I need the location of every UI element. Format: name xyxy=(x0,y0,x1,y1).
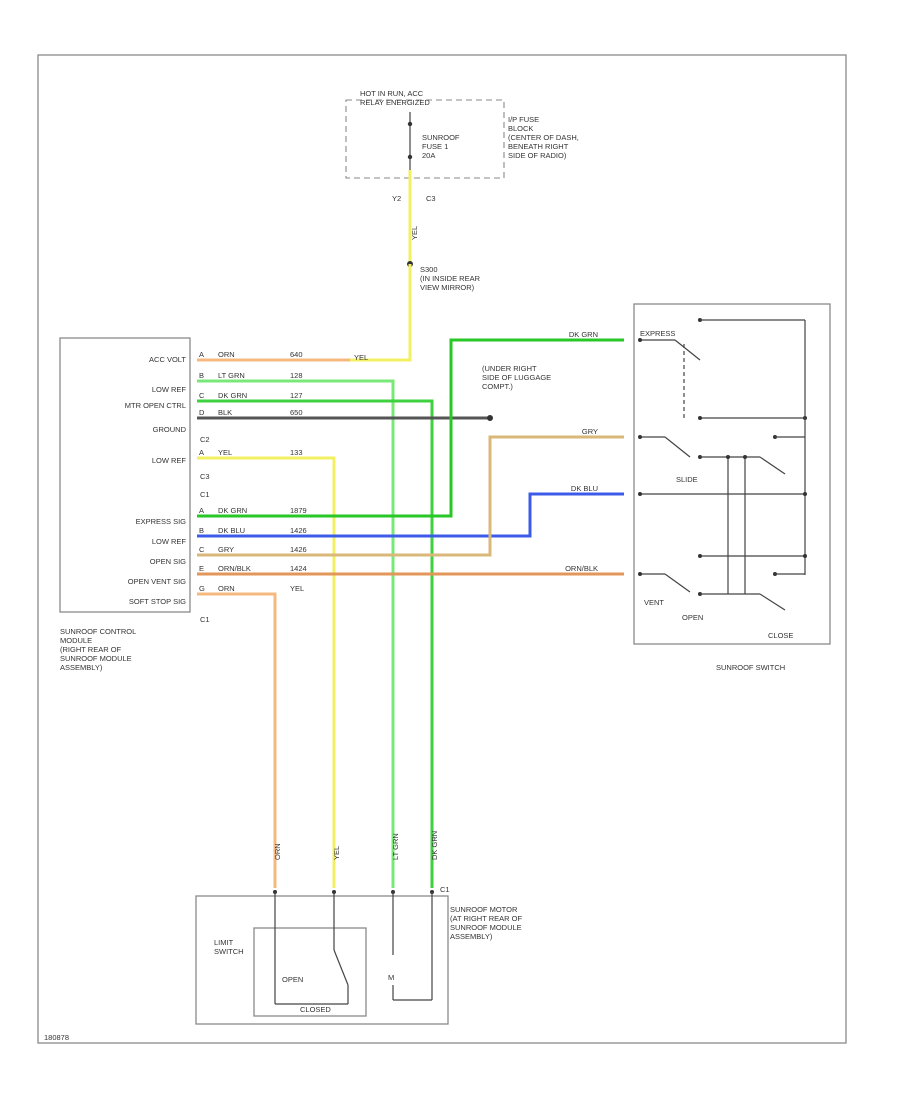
switch-label-vent: VENT xyxy=(644,598,664,607)
module-connector-c1: C1 xyxy=(200,615,210,624)
motor-wire-label-orn: ORN xyxy=(273,843,282,860)
wire-pin-8: E xyxy=(199,564,204,573)
wire-open-sig-gry xyxy=(197,435,624,557)
module-pin-2: MTR OPEN CTRL xyxy=(125,401,186,410)
wire-circuit-9: YEL xyxy=(290,584,304,593)
module-pin-3: GROUND xyxy=(153,425,187,434)
switch-pin-label-1: GRY xyxy=(582,427,598,436)
module-pin-1: LOW REF xyxy=(152,385,187,394)
control-module-box xyxy=(59,337,191,613)
module-pin-7: C1 xyxy=(200,490,210,499)
module-pin-11: OPEN VENT SIG xyxy=(128,577,186,586)
switch-pin-labels: DK GRN GRY DK BLU ORN/BLK xyxy=(565,330,598,573)
switch-label-slide: SLIDE xyxy=(676,475,698,484)
limit-switch-closed-label: CLOSED xyxy=(300,1005,331,1014)
fuse-dot-top xyxy=(407,121,413,127)
wire-circuit-8: 1424 xyxy=(290,564,307,573)
motor-wire-label-lt-grn: LT GRN xyxy=(391,833,400,860)
wire-pin-0: A xyxy=(199,350,204,359)
wire-circuit-6: 1426 xyxy=(290,526,307,535)
wire-pin-3: D xyxy=(199,408,205,417)
wire-splice-to-module xyxy=(350,264,412,362)
wire-pin-1: B xyxy=(199,371,204,380)
module-pin-9: LOW REF xyxy=(152,537,187,546)
wire-color-6: DK BLU xyxy=(218,526,245,535)
module-pin-0: ACC VOLT xyxy=(149,355,186,364)
fuse-pin-right: C3 xyxy=(426,194,436,203)
module-pin-8: EXPRESS SIG xyxy=(136,517,187,526)
sunroof-switch-box xyxy=(633,303,831,645)
limit-switch-open-label: OPEN xyxy=(282,975,303,984)
wire-color-3: BLK xyxy=(218,408,232,417)
wire-circuit-5: 1879 xyxy=(290,506,307,515)
wire-pin-4: A xyxy=(199,448,204,457)
fuse-dot-bottom xyxy=(407,154,413,160)
wire-motor-ctrl-dk-grn xyxy=(197,399,434,888)
wire-color-9: ORN xyxy=(218,584,235,593)
wire-express-dk-grn xyxy=(197,338,624,518)
wire-soft-stop-orn xyxy=(197,592,277,888)
switch-pin-label-2: DK BLU xyxy=(571,484,598,493)
wire-color-7: GRY xyxy=(218,545,234,554)
figure-id: 180878 xyxy=(44,1033,69,1042)
module-pin-4: C2 xyxy=(200,435,210,444)
switch-label-close: CLOSE xyxy=(768,631,793,640)
wire-feed-label: YEL xyxy=(410,226,419,240)
fuse-block-box xyxy=(345,99,505,179)
wire-color-4: YEL xyxy=(218,448,232,457)
switch-pin-label-3: ORN/BLK xyxy=(565,564,598,573)
wire-color-1: LT GRN xyxy=(218,371,245,380)
motor-connector-header: C1 xyxy=(440,885,450,894)
wire-color-0: ORN xyxy=(218,350,235,359)
wire-circuit-4: 133 xyxy=(290,448,303,457)
motor-connector-pins xyxy=(273,890,434,1005)
wire-circuit-2: 127 xyxy=(290,391,303,400)
wire-pin-5: A xyxy=(199,506,204,515)
wire-pin-7: C xyxy=(199,545,205,554)
wire-end-0: YEL xyxy=(354,353,368,362)
switch-label-open: OPEN xyxy=(682,613,703,622)
motor-wire-label-yel: YEL xyxy=(332,846,341,860)
wire-low-ref-dk-blu xyxy=(197,492,624,538)
wire-circuit-3: 650 xyxy=(290,408,303,417)
module-pin-12: SOFT STOP SIG xyxy=(129,597,186,606)
motor-wire-label-dk-grn: DK GRN xyxy=(430,831,439,860)
motor-symbol: M xyxy=(388,973,394,982)
module-pin-5: LOW REF xyxy=(152,456,187,465)
wire-circuit-1: 128 xyxy=(290,371,303,380)
wire-color-2: DK GRN xyxy=(218,391,247,400)
limit-switch-box xyxy=(253,927,367,1017)
wire-pin-9: G xyxy=(199,584,205,593)
wire-pin-6: B xyxy=(199,526,204,535)
outer-border xyxy=(37,54,847,1044)
wire-circuit-0: 640 xyxy=(290,350,303,359)
switch-contacts xyxy=(638,318,807,611)
wire-color-5: DK GRN xyxy=(218,506,247,515)
ground-point xyxy=(487,415,493,421)
wire-c2-low-ref-yel xyxy=(197,456,336,888)
wire-low-ref-lt-grn xyxy=(197,379,395,888)
fuse-pin-left: Y2 xyxy=(392,194,401,203)
sunroof-switch-caption: SUNROOF SWITCH xyxy=(716,663,785,672)
motor-assembly-box xyxy=(195,895,449,1025)
wire-pin-2: C xyxy=(199,391,205,400)
switch-pin-label-0: DK GRN xyxy=(569,330,598,339)
wire-circuit-7: 1426 xyxy=(290,545,307,554)
module-pin-6: C3 xyxy=(200,472,210,481)
switch-label-express: EXPRESS xyxy=(640,329,675,338)
wire-color-8: ORN/BLK xyxy=(218,564,251,573)
module-pin-10: OPEN SIG xyxy=(150,557,186,566)
